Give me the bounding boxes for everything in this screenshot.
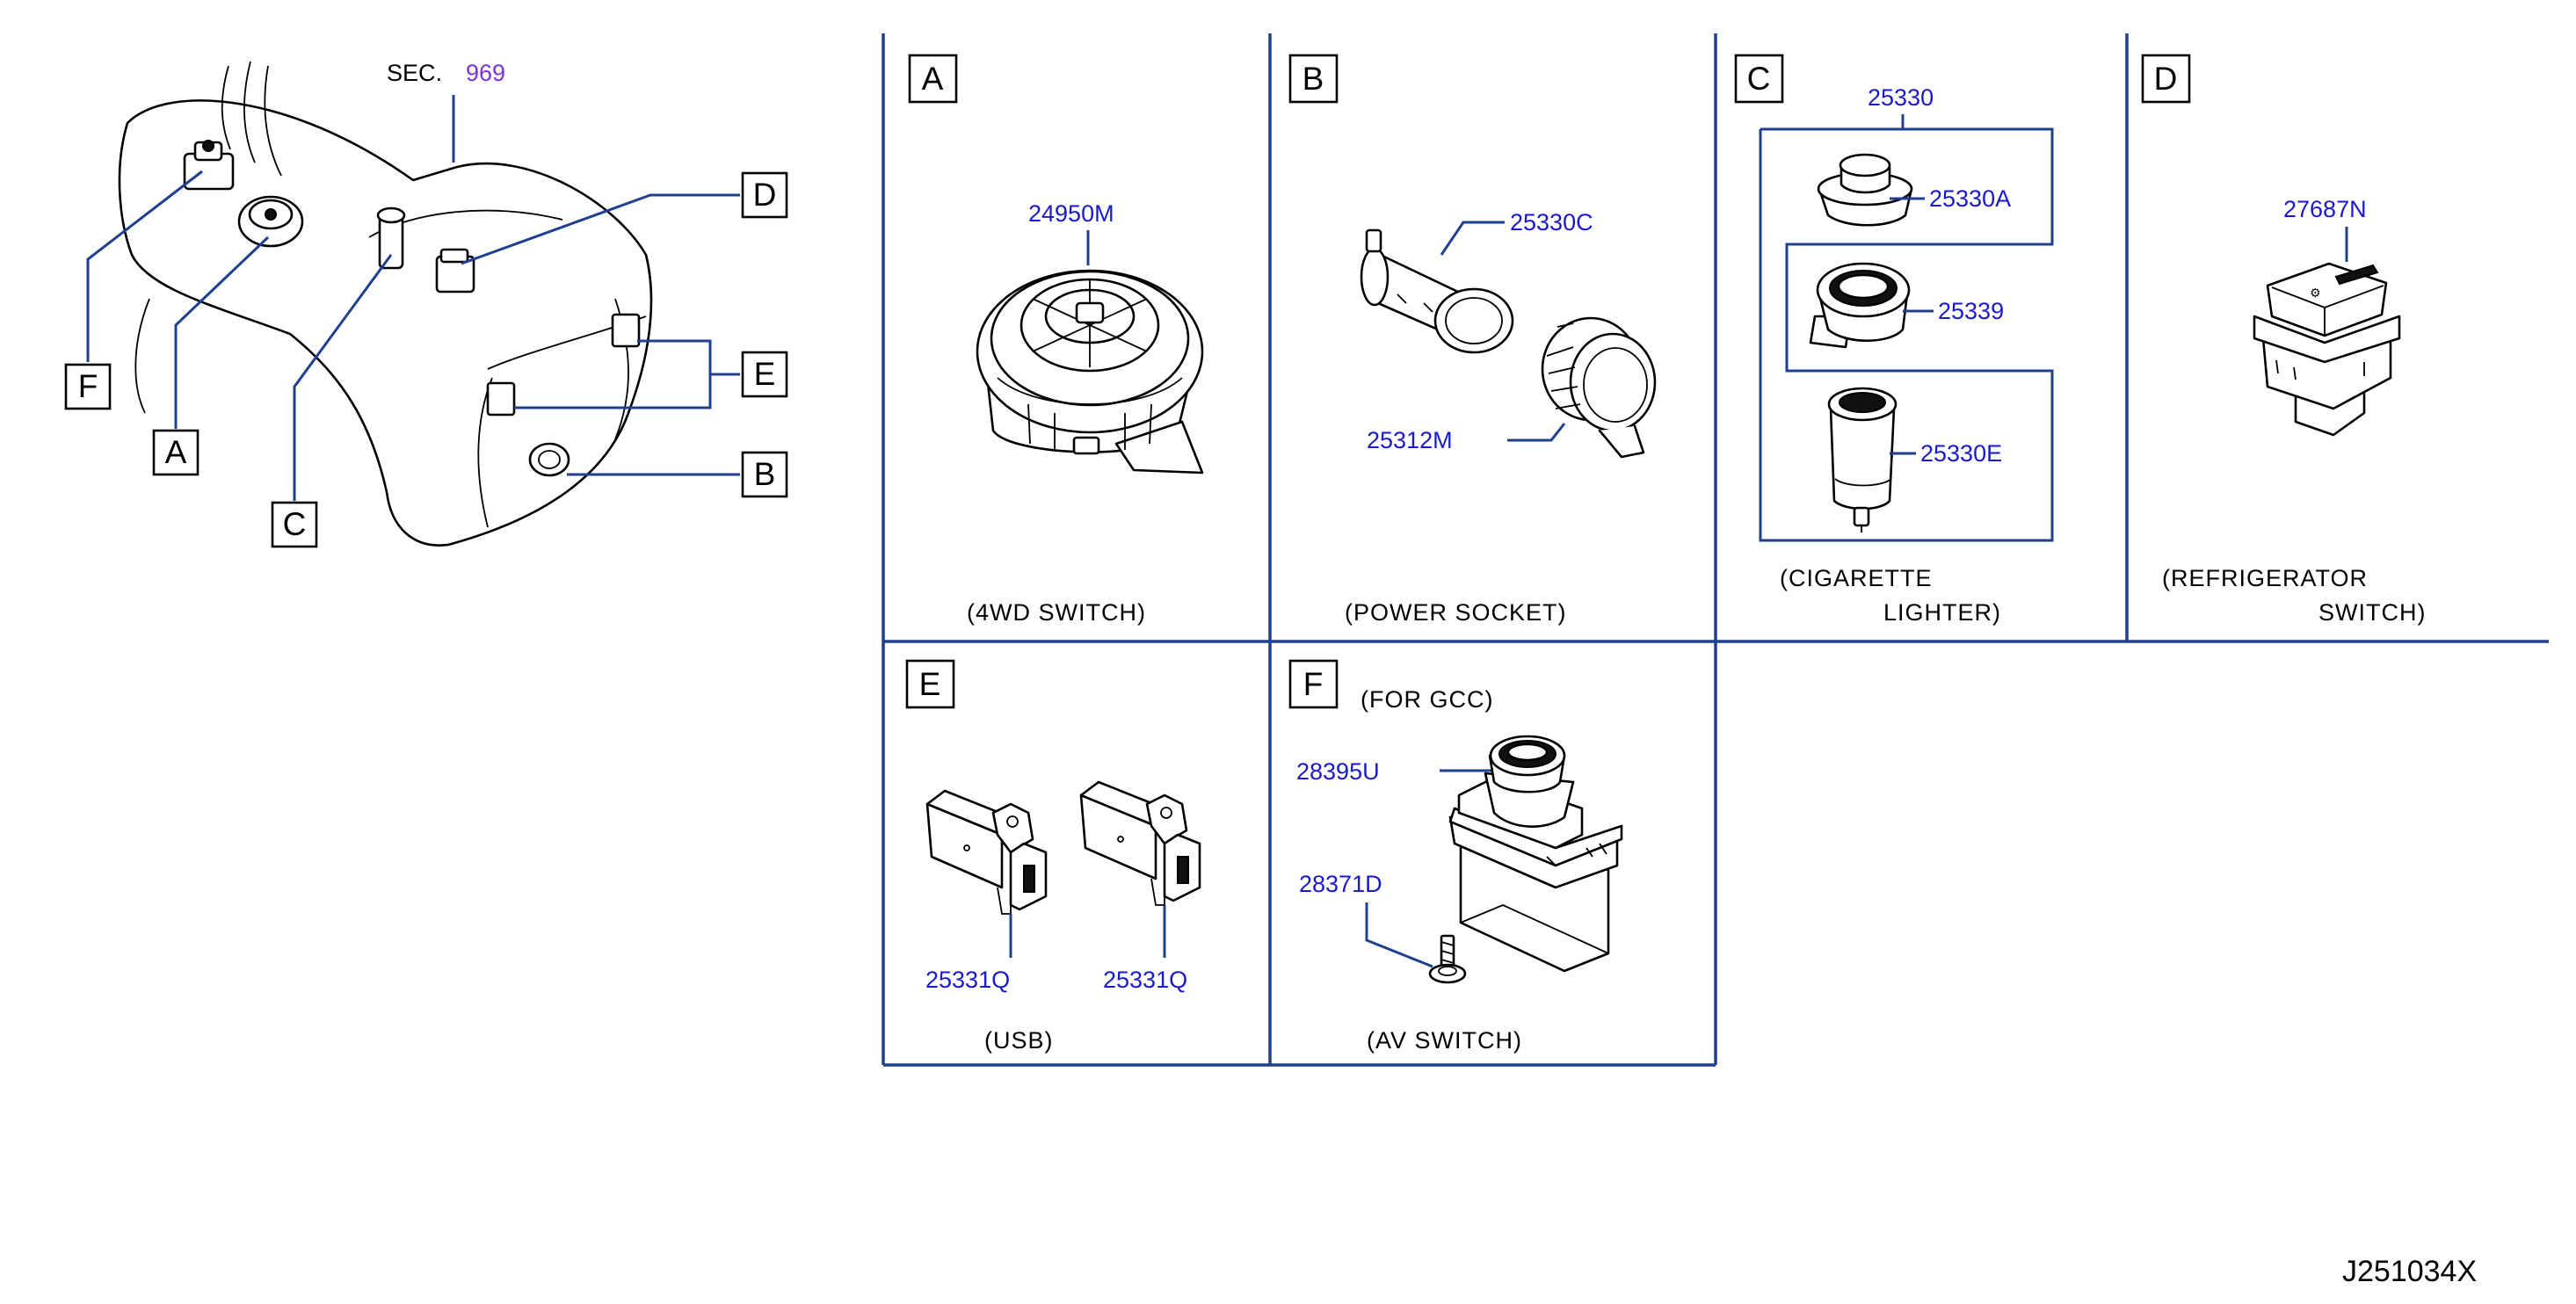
callout-label-B: B	[754, 456, 776, 492]
panel-grid-frame	[882, 33, 2549, 1067]
panel-D-letter: D	[2154, 61, 2178, 97]
panel-C-letter-box	[1734, 54, 1784, 104]
leader-25330C	[1440, 221, 1505, 256]
panel-A-caption: (4WD SWITCH)	[967, 599, 1146, 626]
panel-E-caption: (USB)	[984, 1027, 1054, 1054]
overview-power-socket	[528, 442, 570, 477]
lighter-socket-illustration	[1827, 387, 1898, 532]
callout-box-B[interactable]	[741, 451, 788, 498]
panel-D: D 27687N ⚙ (REFRIGERATOR SWITCH)	[2141, 54, 2426, 626]
panel-F-note: (FOR GCC)	[1361, 686, 1493, 713]
screw-illustration	[1428, 934, 1467, 984]
overview-refrigerator-switch	[435, 248, 475, 293]
panel-E: E 25331Q 25331Q (USB)	[905, 659, 1201, 1054]
panel-F-caption: (AV SWITCH)	[1367, 1027, 1522, 1054]
leader-25312M	[1507, 423, 1566, 442]
usb-port-right-illustration	[1079, 780, 1201, 906]
part-25339[interactable]: 25339	[1938, 298, 2004, 324]
leader-C	[293, 254, 393, 501]
panel-B-letter: B	[1303, 61, 1324, 97]
part-28371D[interactable]: 28371D	[1299, 871, 1382, 897]
callout-label-E: E	[754, 356, 776, 392]
part-28395U[interactable]: 28395U	[1296, 758, 1380, 785]
refrigerator-switch-illustration: ⚙	[2253, 262, 2401, 437]
part-25330A[interactable]: 25330A	[1929, 185, 2011, 212]
console-base-edge	[134, 298, 150, 414]
sec-number-link[interactable]: 969	[466, 60, 505, 86]
part-25330C[interactable]: 25330C	[1510, 209, 1593, 235]
panel-B: B 25330C 25312M (POWER SOCKET)	[1288, 54, 1657, 626]
part-27687N[interactable]: 27687N	[2283, 196, 2367, 222]
panel-F-letter: F	[1303, 666, 1324, 702]
callout-box-E[interactable]	[741, 351, 788, 398]
panel-C-caption-line2: LIGHTER)	[1883, 599, 2001, 626]
part-25331Q-left[interactable]: 25331Q	[925, 967, 1010, 993]
part-25330E[interactable]: 25330E	[1920, 440, 2002, 467]
callout-label-F: F	[78, 368, 98, 404]
leader-A	[174, 235, 270, 429]
callout-label-C: C	[283, 506, 307, 542]
callout-label-A: A	[165, 434, 187, 470]
callout-box-F[interactable]	[64, 363, 112, 410]
panel-C-letter: C	[1747, 61, 1771, 97]
panel-D-letter-box	[2141, 54, 2191, 104]
console-seat-edge	[243, 61, 256, 163]
part-25312M[interactable]: 25312M	[1367, 427, 1453, 453]
panel-F: F (FOR GCC) 28395U 28371D (AV SWITCH)	[1288, 659, 1623, 1054]
part-25331Q-right[interactable]: 25331Q	[1103, 967, 1187, 993]
panel-D-caption-line2: SWITCH)	[2318, 599, 2426, 626]
diagram-code: J251034X	[2342, 1255, 2477, 1288]
leader-28371D	[1365, 902, 1433, 968]
overview-usb-upper	[611, 313, 641, 348]
panel-C-caption-line1: (CIGARETTE	[1780, 565, 1933, 591]
switch-glyph: ⚙	[2310, 286, 2321, 300]
callout-box-C[interactable]	[271, 501, 318, 548]
panel-F-letter-box	[1288, 659, 1339, 709]
overview-av-switch	[183, 140, 235, 191]
callout-box-A[interactable]	[152, 429, 200, 476]
part-24950M[interactable]: 24950M	[1028, 200, 1114, 227]
callout-box-D[interactable]	[741, 171, 788, 219]
socket-cap-illustration	[1541, 316, 1657, 459]
panel-C: C 25330 25330A 25339 25330E	[1734, 54, 2054, 626]
console-seat-edge	[264, 65, 282, 177]
av-switch-illustration	[1448, 735, 1623, 973]
overview-4wd-switch	[237, 195, 304, 248]
panel-B-caption: (POWER SOCKET)	[1345, 599, 1567, 626]
4wd-switch-illustration	[976, 269, 1204, 475]
socket-body-illustration	[1360, 228, 1514, 354]
lighter-ring-illustration	[1809, 262, 1911, 349]
overview-usb-lower	[486, 381, 516, 417]
leader-F	[86, 170, 203, 362]
panel-A: A 24950M (4WD SWITCH)	[908, 54, 1204, 626]
part-25330[interactable]: 25330	[1868, 84, 1934, 111]
console-seat-edge	[221, 65, 231, 150]
panel-B-letter-box	[1288, 54, 1339, 104]
usb-port-left-illustration	[925, 789, 1048, 915]
panel-A-letter-box	[908, 54, 958, 104]
callout-label-D: D	[753, 177, 777, 213]
sec-prefix: SEC.	[387, 60, 442, 86]
overview-illustration: SEC. 969 F A C D E B	[64, 60, 788, 548]
leader-D	[461, 193, 740, 265]
overview-cigarette-lighter	[376, 206, 406, 270]
assembly-bracket-25330	[1759, 114, 2054, 542]
panel-A-letter: A	[922, 61, 944, 97]
panel-E-letter: E	[919, 666, 941, 702]
lighter-knob-illustration	[1817, 153, 1913, 227]
leader-E	[514, 339, 740, 409]
panel-E-letter-box	[905, 659, 955, 709]
panel-D-caption-line1: (REFRIGERATOR	[2162, 565, 2368, 591]
